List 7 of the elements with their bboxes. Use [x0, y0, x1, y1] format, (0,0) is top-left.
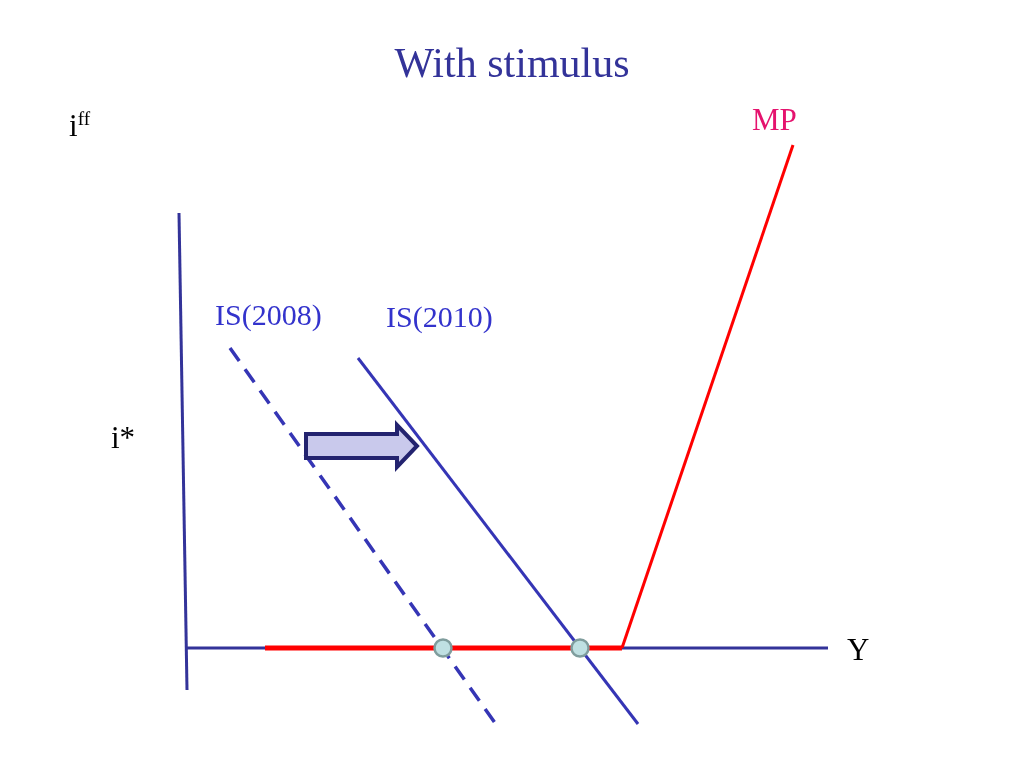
axis-label: i$^{ff}$ [69, 110, 91, 141]
curve-label: IS(2008) [215, 300, 322, 330]
curve-label: IS(2010) [386, 302, 493, 332]
curve-label: MP [752, 104, 797, 135]
axis-label: i* [111, 422, 136, 453]
axis-label: Y [847, 634, 870, 665]
title: With stimulus [394, 42, 630, 84]
